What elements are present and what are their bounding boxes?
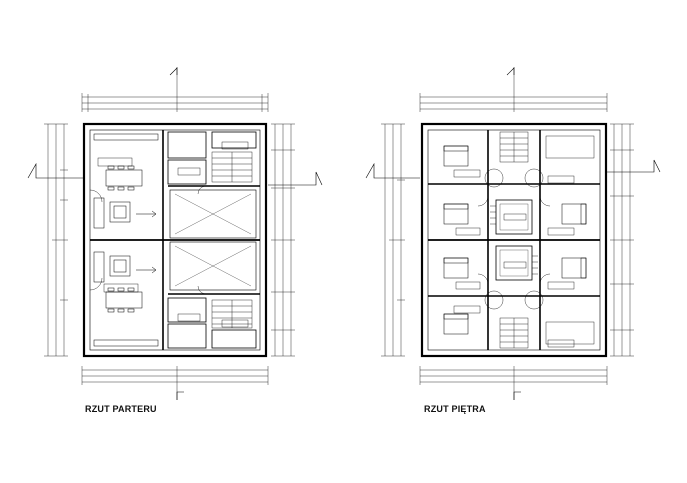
first-floor-caption: RZUT PIĘTRA <box>424 404 486 414</box>
ground-left-dimensions <box>27 123 84 357</box>
first-left-dimensions <box>365 123 420 357</box>
ground-outer-wall <box>82 122 268 358</box>
ground-garage-lower <box>169 241 257 291</box>
first-bottom-dimensions <box>419 366 608 400</box>
first-stairs-upper <box>499 131 529 163</box>
first-stairs-lower <box>499 317 529 349</box>
ground-right-dimensions <box>268 123 323 357</box>
ground-top-dimensions <box>81 67 269 112</box>
ground-stairs-lower <box>211 299 253 329</box>
ground-bottom-dimensions <box>81 366 269 400</box>
first-floor-plan <box>365 67 661 400</box>
ground-dining-table-upper <box>105 165 143 191</box>
ground-living-furniture <box>93 197 157 283</box>
ground-floor-plan <box>27 67 323 400</box>
first-beds <box>443 145 587 335</box>
ground-floor-caption: RZUT PARTERU <box>85 404 157 414</box>
first-right-dimensions <box>607 123 661 357</box>
ground-garage-upper <box>169 189 257 239</box>
first-outer-wall <box>420 122 608 358</box>
ground-stairs-upper <box>211 151 253 183</box>
first-top-dimensions <box>419 67 608 112</box>
ground-dining-table-lower <box>105 287 143 313</box>
